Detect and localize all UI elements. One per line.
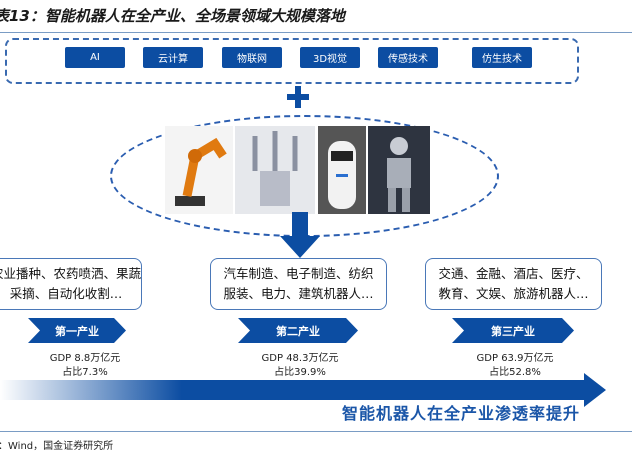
technology-group <box>5 38 579 84</box>
secondary-gdp: GDP 48.3万亿元占比39.9% <box>261 353 339 378</box>
industry-desc: 汽车制造、电子制造、纺织 <box>223 266 374 281</box>
tertiary-industry-box: 交通、金融、酒店、医疗、教育、文娱、旅游机器人… <box>425 258 602 310</box>
tech-iot: 物联网 <box>222 47 282 68</box>
penetration-arrow <box>0 373 606 407</box>
secondary-industry-label: 第二产业 <box>238 318 358 343</box>
figure-title: 表13：智能机器人在全产业、全场景领域大规模落地 <box>0 7 345 25</box>
down-arrow-icon <box>280 212 320 258</box>
industrial-robot-arm-image <box>165 126 233 214</box>
industry-desc: 交通、金融、酒店、医疗、 <box>438 266 589 281</box>
plus-icon <box>287 86 309 108</box>
industry-desc: 采摘、自动化收割… <box>9 286 123 301</box>
tech-cloud: 云计算 <box>143 47 203 68</box>
primary-industry-label: 第一产业 <box>28 318 126 343</box>
secondary-industry-box: 汽车制造、电子制造、纺织服装、电力、建筑机器人… <box>210 258 387 310</box>
service-robot-image <box>318 126 366 214</box>
industry-desc: 农业播种、农药喷洒、果蔬 <box>0 266 142 281</box>
humanoid-robot-image <box>368 126 430 214</box>
penetration-slogan: 智能机器人在全产业渗透率提升 <box>342 404 581 423</box>
industry-desc: 服装、电力、建筑机器人… <box>223 286 374 301</box>
tertiary-industry-label: 第三产业 <box>452 318 574 343</box>
tertiary-gdp: GDP 63.9万亿元占比52.8% <box>476 353 554 378</box>
tech-ai: AI <box>65 47 125 68</box>
tech-bionics: 仿生技术 <box>472 47 532 68</box>
industry-desc: 教育、文娱、旅游机器人… <box>438 286 589 301</box>
surgical-robot-image <box>235 126 315 214</box>
source-note: ：Wind，国金证券研究所 <box>0 441 114 452</box>
divider <box>0 431 632 432</box>
tech-sensing: 传感技术 <box>378 47 438 68</box>
primary-gdp: GDP 8.8万亿元占比7.3% <box>49 353 121 378</box>
divider <box>0 32 632 33</box>
tech-3d-vision: 3D视觉 <box>300 47 360 68</box>
primary-industry-box: 农业播种、农药喷洒、果蔬采摘、自动化收割… <box>0 258 142 310</box>
